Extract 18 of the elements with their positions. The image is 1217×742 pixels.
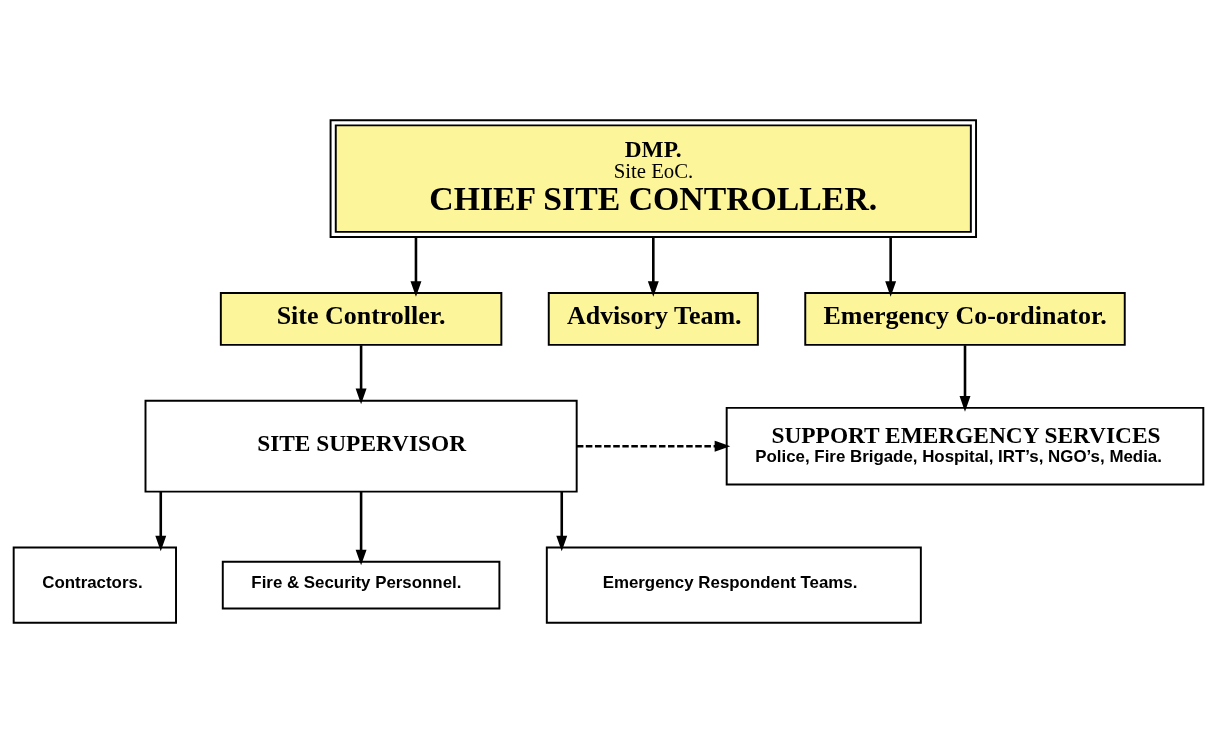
arrow [155, 491, 167, 551]
node-box: Fire & Security Personnel. [221, 560, 501, 609]
node-box: SITE SUPERVISOR [144, 399, 578, 493]
node-box: Contractors. [12, 546, 177, 624]
arrow [959, 344, 971, 412]
node-box: Emergency Respondent Teams. [545, 546, 922, 624]
arrow [355, 491, 367, 565]
arrow [885, 236, 897, 297]
node-box: Emergency Co-ordinator. [804, 291, 1126, 346]
node-box: SUPPORT EMERGENCY SERVICES Police, Fire Brigade, Hospital, IRT’s, NGO’s, Media. [725, 406, 1205, 485]
arrow [410, 236, 422, 297]
node-box: Advisory Team. [547, 291, 759, 346]
arrow [647, 236, 659, 297]
node-box: Site Controller. [219, 291, 503, 346]
arrow [577, 440, 731, 452]
arrow [556, 491, 568, 551]
node-box: DMP. Site EoC. CHIEF SITE CONTROLLER. [329, 118, 977, 238]
arrow [355, 344, 367, 404]
